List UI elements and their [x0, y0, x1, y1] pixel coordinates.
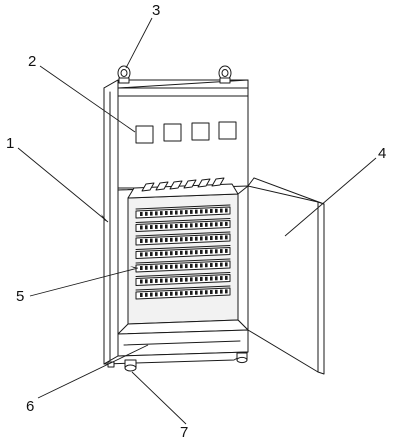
leader-2: [39, 65, 136, 133]
leader-6: [37, 344, 149, 399]
label-4: 4: [378, 145, 386, 162]
leader-3: [125, 17, 153, 69]
meter-window-1: [135, 125, 154, 144]
label-3: 3: [152, 2, 160, 19]
leader-1: [17, 147, 109, 223]
lifting-eye-left: [117, 65, 131, 84]
label-2: 2: [28, 53, 36, 70]
top-clip-rail: [127, 183, 239, 199]
label-5: 5: [16, 288, 24, 305]
terminal-row: [135, 285, 231, 300]
reference-numerals: 3 2 1 4 5 6 7: [6, 2, 386, 441]
label-7: 7: [180, 424, 188, 441]
terminal-row: [135, 258, 231, 273]
terminal-row: [135, 231, 231, 246]
cabinet-base: [103, 329, 249, 365]
door-panel: [247, 185, 319, 373]
foot-front-left: [124, 359, 137, 372]
terminal-row: [135, 218, 231, 232]
terminal-row: [135, 245, 231, 259]
label-6: 6: [26, 398, 34, 415]
leader-5: [29, 267, 139, 297]
leader-lines: [17, 17, 377, 425]
support-feet: [107, 352, 248, 372]
lifting-eye-right: [218, 65, 232, 84]
meter-window-3: [191, 122, 210, 141]
foot-front-right: [236, 352, 248, 364]
label-1: 1: [6, 135, 14, 152]
meter-window-2: [163, 123, 182, 142]
door-edge: [317, 201, 325, 375]
top-clips: [141, 177, 225, 192]
leader-arrows: [101, 214, 291, 268]
terminal-row: [135, 204, 231, 219]
cabinet-left-side: [103, 79, 119, 365]
terminal-row: [135, 272, 231, 286]
meter-window-4: [218, 121, 237, 140]
leader-4: [284, 157, 377, 237]
leader-7: [131, 371, 187, 425]
cabinet-door: [247, 177, 325, 375]
terminal-rows: [135, 204, 231, 300]
meter-windows: [135, 121, 237, 144]
